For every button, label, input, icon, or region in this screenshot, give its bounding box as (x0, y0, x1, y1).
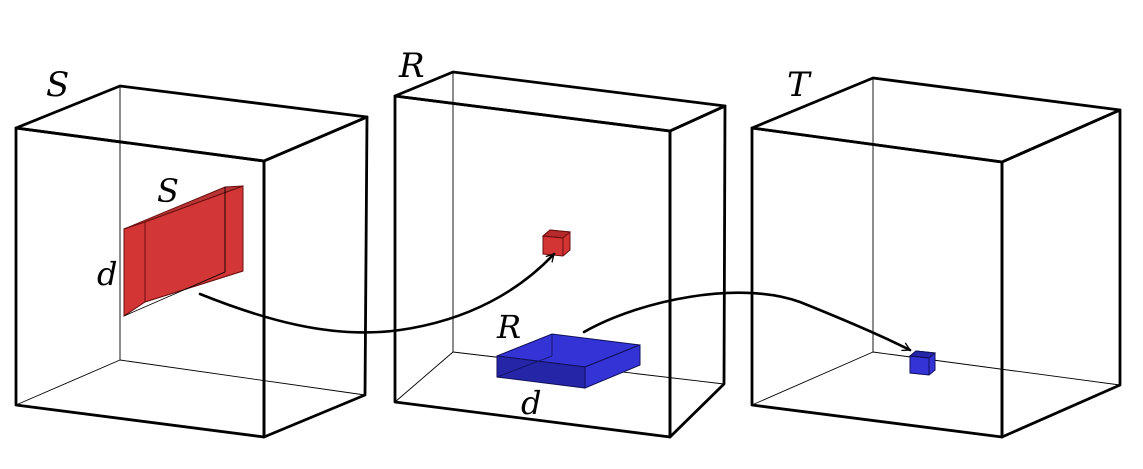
arrow-r-to-t (582, 291, 912, 352)
cube-s-label: S (46, 65, 69, 105)
cube-s-hidden-edges (15, 86, 366, 406)
cube-t-label: T (787, 65, 812, 105)
red-slab-face (144, 185, 244, 303)
cube-s (14, 84, 369, 439)
cube-s-right-face (262, 115, 369, 439)
cube-t-front-face (750, 126, 1004, 439)
slab-s-label: S (157, 172, 179, 210)
cube-r-right-face (668, 104, 727, 439)
cube-t (750, 76, 1122, 439)
blue-slab-r (496, 333, 641, 389)
small-red-cube (541, 229, 572, 257)
cube-r-top-face (393, 70, 727, 133)
cube-r-label: R (398, 46, 425, 86)
slab-r-label: R (496, 308, 521, 346)
blue-slab-right (584, 344, 641, 389)
red-slab-s (123, 185, 244, 317)
slab-s-depth-label: d (97, 255, 117, 293)
small-blue-cube (908, 350, 937, 376)
red-slab-front (123, 221, 146, 317)
slab-r-depth-label: d (521, 384, 541, 422)
arrow-s-to-r (198, 252, 556, 334)
cube-t-right-face (1000, 108, 1122, 439)
cube-t-hidden-edges (751, 78, 1121, 406)
